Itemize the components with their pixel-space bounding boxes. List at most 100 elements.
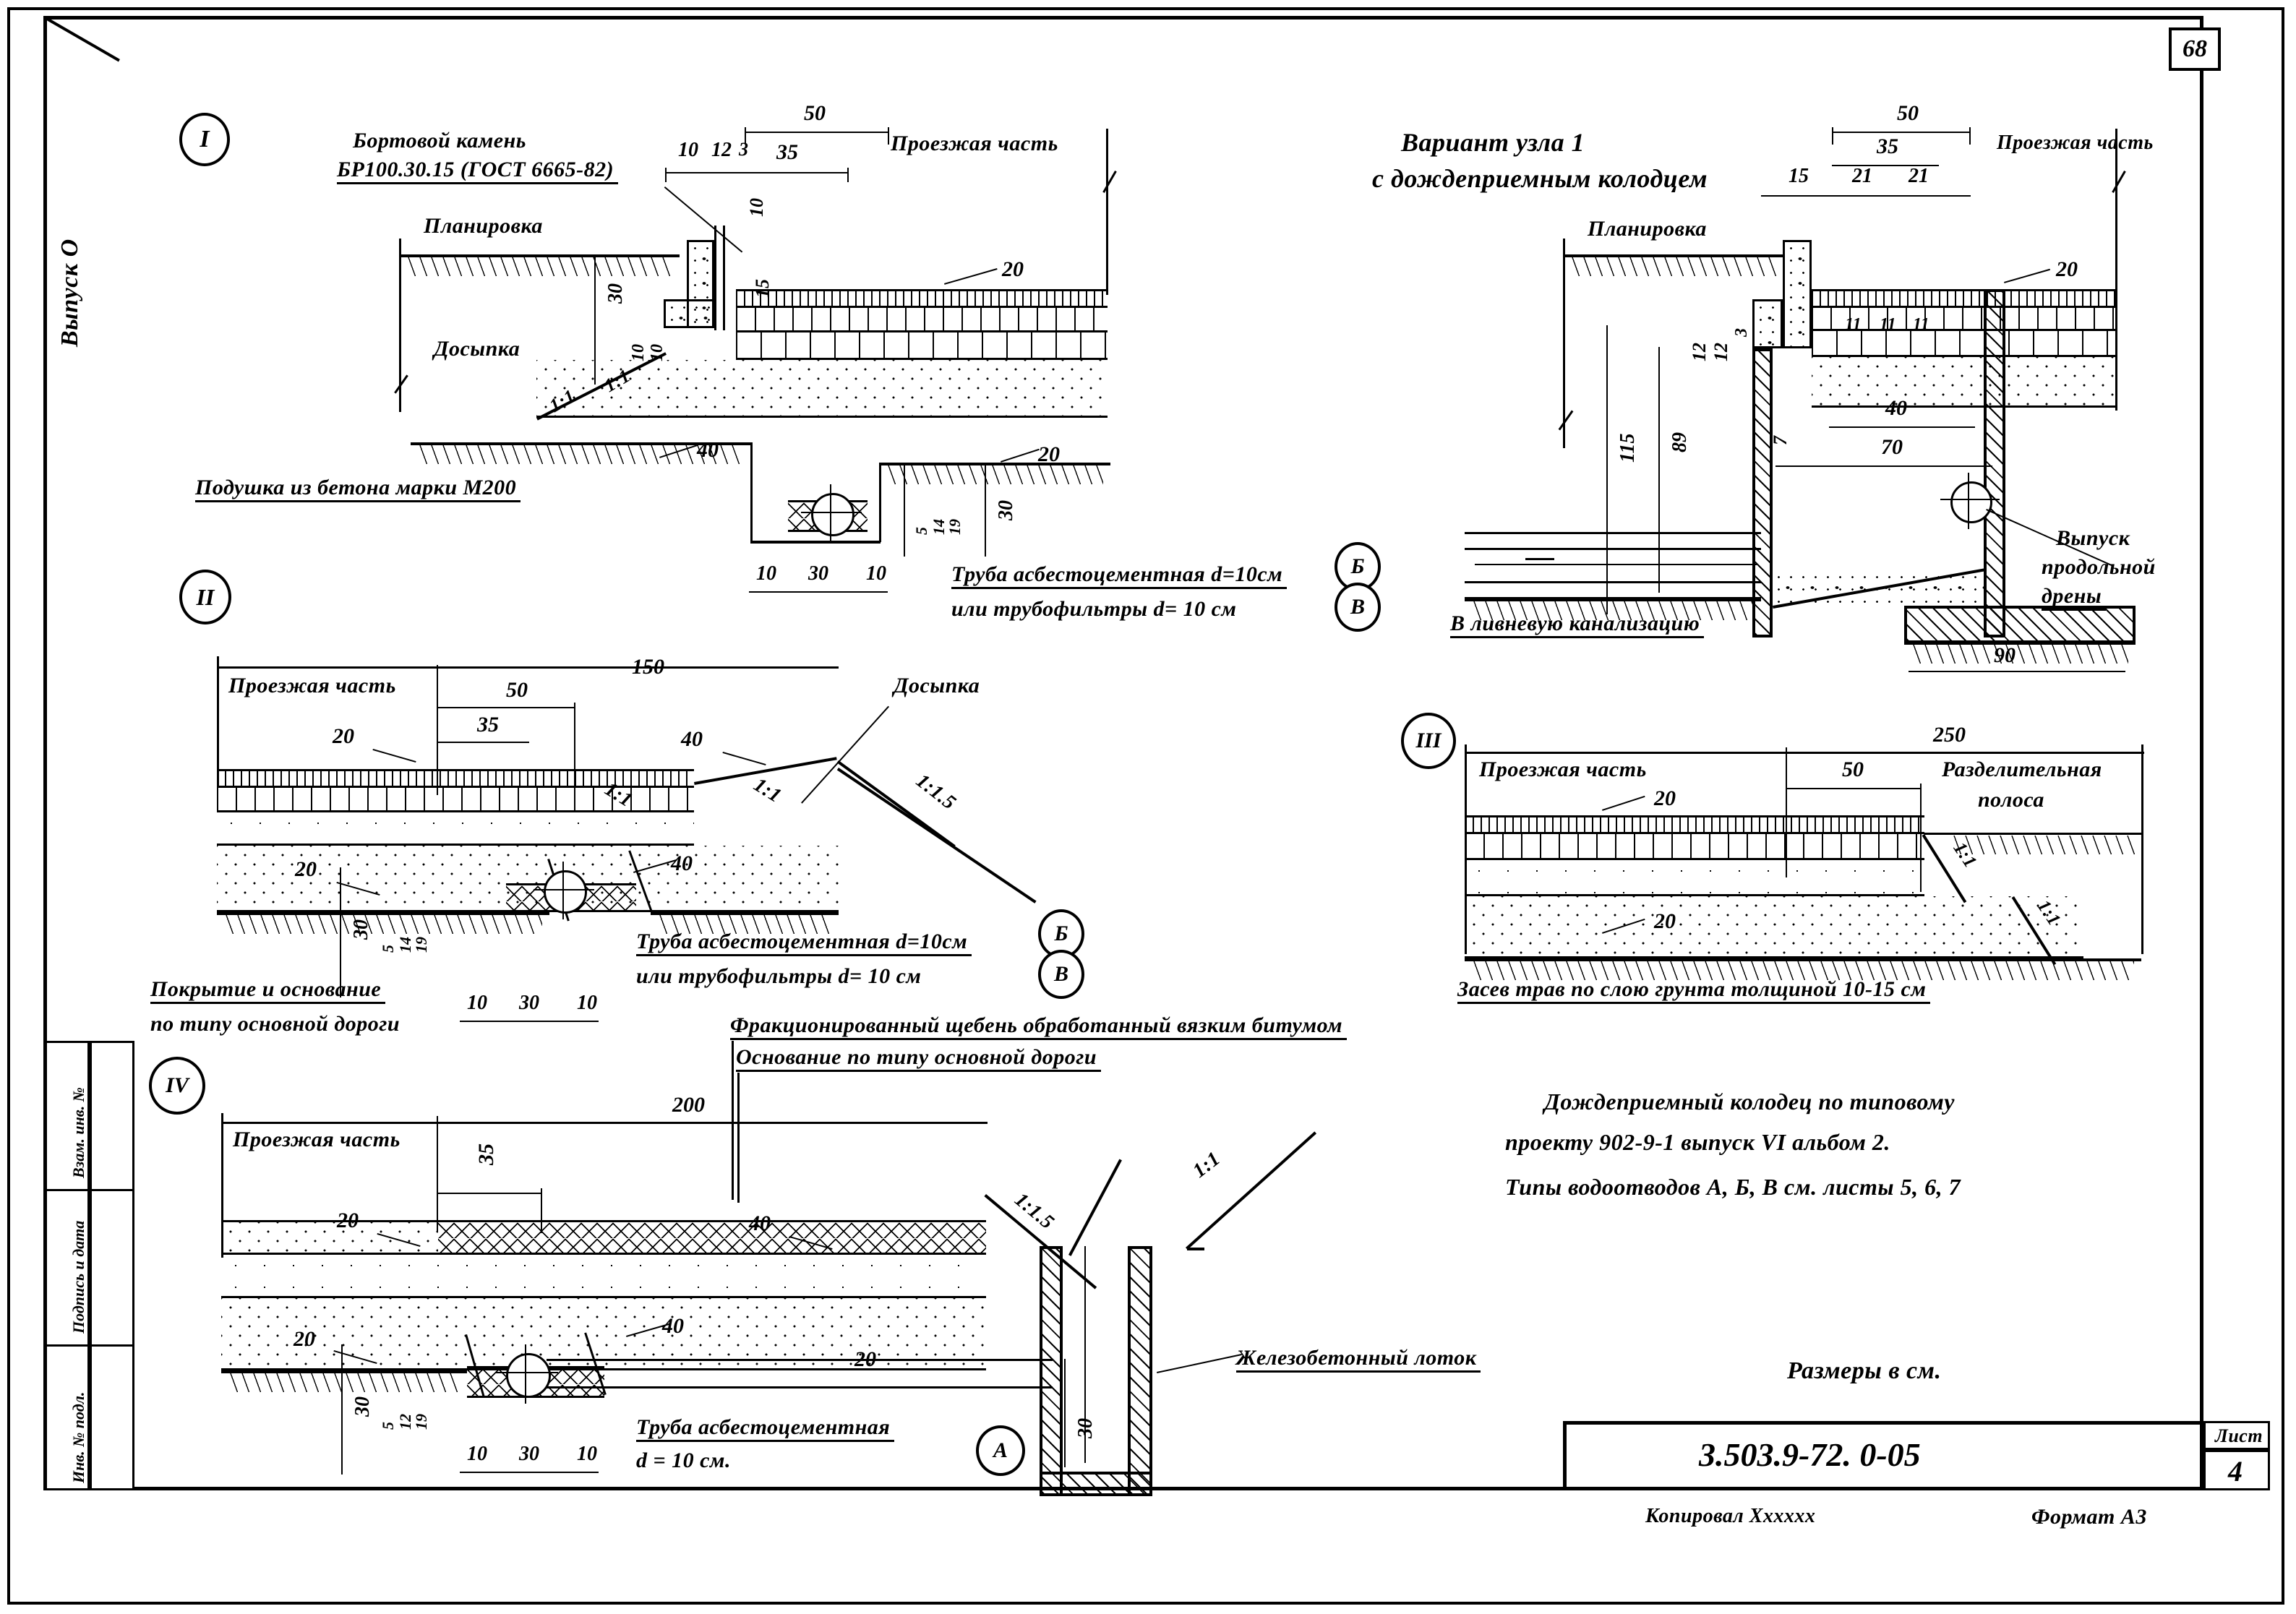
top-ref-line-d4 bbox=[221, 1122, 988, 1124]
kerb-bedding-d1 bbox=[664, 299, 716, 328]
dim-d1-s30: 30 bbox=[995, 500, 1017, 520]
pipe-center-v-d2 bbox=[562, 862, 564, 919]
dim-line-d1v-50 bbox=[1832, 132, 1971, 133]
pavement-label-d2-line1: Покрытие и основание bbox=[150, 977, 386, 1004]
slope-arrow-d1-20a: 20 bbox=[1002, 257, 1024, 281]
detail-bubble-2-label: II bbox=[196, 583, 215, 610]
dim-ext-d1-v30 bbox=[594, 254, 596, 385]
sheet-outer-border bbox=[7, 7, 2284, 1605]
sheet-number-box bbox=[2203, 1450, 2270, 1490]
asphalt-layer-d2 bbox=[217, 769, 694, 788]
margin-strip-col2 bbox=[90, 1041, 134, 1490]
dim-d1-t10a: 10 bbox=[756, 562, 776, 585]
median-hatch-d3 bbox=[1952, 836, 2138, 854]
pipe-label-d4-l2: d = 10 см. bbox=[636, 1448, 731, 1472]
break-line-d1-left bbox=[399, 239, 401, 412]
dim-d2-40b: 40 bbox=[671, 851, 693, 875]
dim-line-d2-35 bbox=[437, 742, 529, 743]
aggregate-layer-d2 bbox=[217, 812, 694, 846]
ground-line-d2-right bbox=[217, 912, 549, 915]
dim-d1v-89: 89 bbox=[1669, 432, 1691, 452]
dim-d1v-15: 15 bbox=[1789, 165, 1809, 187]
dim-line-d1v-70 bbox=[1775, 465, 1992, 467]
dim-ext-d1v-50a bbox=[1832, 127, 1833, 145]
drain-outlet-center-v bbox=[1968, 473, 1969, 529]
dim-d4-200: 200 bbox=[672, 1093, 705, 1117]
dim-ext-d2-50b bbox=[574, 703, 575, 811]
dim-d1v-7: 7 bbox=[1770, 436, 1791, 445]
dim-line-d1v-90 bbox=[1909, 671, 2125, 672]
detail-bubble-3-label: III bbox=[1415, 729, 1442, 752]
crushed-stone-label-d4: Фракционированный щебень обработанный вя… bbox=[730, 1013, 1348, 1040]
gravel-layer-d1 bbox=[736, 332, 1108, 360]
ground-line-d1v bbox=[1563, 254, 1783, 257]
dim-d1-s19: 19 bbox=[946, 519, 964, 535]
dim-d4-v5: 5 bbox=[379, 1422, 397, 1430]
outlet-pipe-bot bbox=[1465, 581, 1761, 583]
kerb-stone-label-line1: Бортовой камень bbox=[353, 129, 526, 153]
crushed-leader-v bbox=[732, 1041, 734, 1200]
dim-ext-d1v-89 bbox=[1658, 347, 1660, 593]
drain-outlet-label-l2: продольной bbox=[2042, 555, 2156, 579]
format-label: Формат А3 bbox=[2031, 1505, 2147, 1529]
title-block bbox=[1563, 1421, 2203, 1490]
ground-line-d4 bbox=[221, 1370, 467, 1373]
catch-basin-base bbox=[1904, 606, 2136, 643]
roadway-label-d4: Проезжая часть bbox=[233, 1128, 400, 1151]
pipe-center-h-d4 bbox=[496, 1372, 558, 1373]
rc-tray-inner-line bbox=[1084, 1246, 1086, 1463]
dim-d1v-12a: 12 bbox=[1689, 343, 1710, 361]
dim-d2-v30: 30 bbox=[350, 919, 372, 940]
ref-bubble-d2-v: В bbox=[1038, 950, 1084, 999]
outlet-pipe-top bbox=[1465, 532, 1761, 534]
ground-line-d2-right2 bbox=[651, 912, 839, 915]
ground-hatch-d4 bbox=[228, 1373, 460, 1392]
dim-d4-20b: 20 bbox=[294, 1327, 315, 1351]
grass-label-d3: Засев трав по слою грунта толщиной 10-15… bbox=[1457, 977, 1931, 1004]
rc-tray-wall-right bbox=[1128, 1246, 1152, 1496]
margin-field-vzam: Взам. инв. № bbox=[69, 1087, 87, 1178]
kerb-stone-side-d1 bbox=[714, 226, 716, 330]
crushed-layer-d4 bbox=[438, 1220, 986, 1255]
pipe-label-d1-line2: или трубофильтры d= 10 см bbox=[951, 597, 1237, 621]
note-line-3: Типы водоотводов А, Б, В см. листы 5, 6,… bbox=[1505, 1174, 1961, 1200]
issue-label: Выпуск О bbox=[56, 239, 83, 347]
ref-bubble-d4-a: А bbox=[976, 1425, 1025, 1476]
pipe-center-h-d1 bbox=[801, 512, 862, 513]
ground-line-d3 bbox=[1465, 958, 2141, 961]
dim-ext-d3-50a bbox=[1786, 747, 1787, 877]
base-ground-hatch-d1v bbox=[1911, 645, 2128, 664]
margin-strip bbox=[45, 1041, 90, 1490]
base-layer-d1v bbox=[1812, 308, 2115, 331]
dim-line-d1-trench bbox=[749, 591, 888, 593]
margin-field-podpis: Подпись и дата bbox=[69, 1220, 87, 1334]
top-ref-line-d2 bbox=[217, 666, 839, 669]
dim-d2-t10a: 10 bbox=[467, 992, 487, 1014]
backfill-label-d2: Досыпка bbox=[894, 674, 980, 697]
dim-d1v-115: 115 bbox=[1616, 433, 1639, 463]
dim-d4-40b: 40 bbox=[662, 1314, 684, 1338]
dim-ext-d1-b bbox=[847, 168, 849, 182]
dim-d1v-12b: 12 bbox=[1710, 343, 1731, 361]
dim-ext-d1v-50b bbox=[1969, 127, 1971, 145]
dim-d4-t10a: 10 bbox=[467, 1443, 487, 1465]
roadway-label-d1v: Проезжая часть bbox=[1997, 132, 2154, 154]
dim-ext-d1-a bbox=[665, 168, 667, 182]
median-label-d3-l2: полоса bbox=[1978, 788, 2044, 812]
drain-outlet-center-h bbox=[1940, 499, 2000, 500]
planning-label-d1v: Планировка bbox=[1588, 217, 1707, 241]
roadway-label-d1: Проезжая часть bbox=[891, 132, 1058, 155]
outlet-arrow bbox=[1525, 558, 1554, 560]
pipe-center-h-d2 bbox=[534, 889, 594, 890]
dim-d1-v15: 15 bbox=[752, 279, 773, 298]
median-top-d3 bbox=[1924, 833, 2141, 835]
sheet-word-label: Лист bbox=[2215, 1425, 2263, 1446]
left-ref-v-d2 bbox=[217, 656, 219, 786]
dim-ext-d4-v30 bbox=[341, 1344, 343, 1475]
dim-d1-v10b: 10 bbox=[629, 344, 648, 361]
pipe-center-v-d4 bbox=[525, 1344, 526, 1404]
dim-d1v-35: 35 bbox=[1877, 134, 1898, 158]
subgrade-hatch-d1 bbox=[418, 445, 743, 464]
dim-d1-v10: 10 bbox=[746, 198, 767, 217]
ref-bubble-d1-b-label: Б bbox=[1350, 554, 1365, 578]
